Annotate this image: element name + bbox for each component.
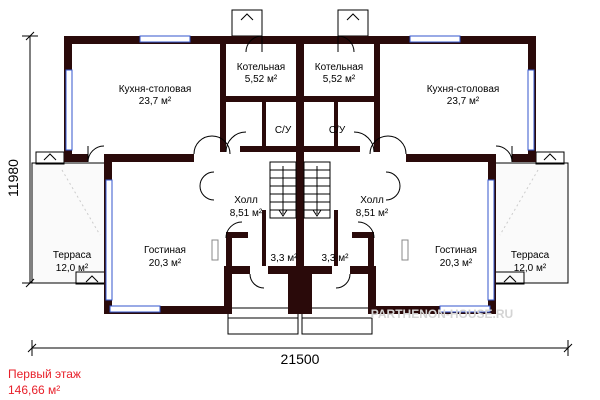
width-dimension-label: 21500 [281,351,320,367]
terrace-outlines [31,162,569,284]
living-right-area: 20,3 м² [440,258,473,269]
boiler-left-name: Котельная [237,62,285,73]
stairs [269,161,331,219]
terrace-right-area: 12,0 м² [514,263,547,274]
floor-title: Первый этаж [8,367,81,381]
hall-right-area: 8,51 м² [356,208,389,219]
wc-left-name: С/У [275,125,292,136]
entrance-porches [227,9,373,335]
room-labels: Кухня-столовая 23,7 м² Котельная 5,52 м²… [53,62,550,274]
living-right-name: Гостиная [435,245,477,256]
windows [65,35,535,313]
kitchen-right-name: Кухня-столовая [427,84,500,95]
kitchen-right-area: 23,7 м² [447,96,480,107]
living-left-area: 20,3 м² [149,258,182,269]
kitchen-left-name: Кухня-столовая [119,84,192,95]
floor-caption: Первый этаж 146,66 м² [8,366,81,398]
terrace-right-name: Терраса [511,250,550,261]
terrace-left-area: 12,0 м² [56,263,89,274]
boiler-right-area: 5,52 м² [323,74,356,85]
kitchen-left-area: 23,7 м² [139,96,172,107]
doors [87,35,513,289]
walls [64,36,536,314]
height-dimension-label: 11980 [5,159,21,197]
hall-right-name: Холл [360,195,384,206]
vestibule-left-area: 3,3 м² [271,253,299,264]
boiler-left-area: 5,52 м² [245,74,278,85]
boiler-right-name: Котельная [315,62,363,73]
hall-left-area: 8,51 м² [230,208,263,219]
radiators [211,239,409,261]
living-left-name: Гостиная [144,245,186,256]
wc-right-name: С/У [329,125,346,136]
hall-left-name: Холл [234,195,258,206]
dimension-lines [22,31,573,356]
terrace-left-name: Терраса [53,250,92,261]
watermark-text: PARTHENON-HOUSE.RU [371,307,513,321]
vestibule-right-area: 3,3 м² [322,253,350,264]
floor-area: 146,66 м² [8,383,61,397]
